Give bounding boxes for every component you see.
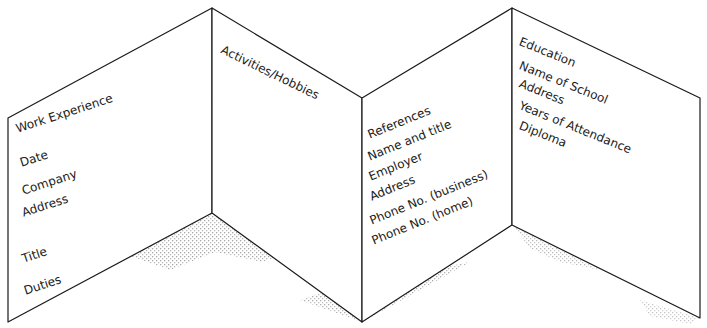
brochure-panel: Work ExperienceDateCompanyAddressTitleDu… bbox=[8, 8, 212, 322]
panel-shape bbox=[362, 8, 512, 322]
panel-shape bbox=[212, 8, 362, 322]
panel-shape bbox=[512, 8, 700, 318]
brochure-panel: ReferencesName and titleEmployerAddressP… bbox=[362, 8, 512, 322]
panel-outline bbox=[8, 8, 212, 322]
panel-shape bbox=[8, 8, 212, 322]
brochure-panel: EducationName of SchoolAddressYears of A… bbox=[512, 8, 700, 318]
brochure-panel: Activities/Hobbies bbox=[212, 8, 362, 322]
